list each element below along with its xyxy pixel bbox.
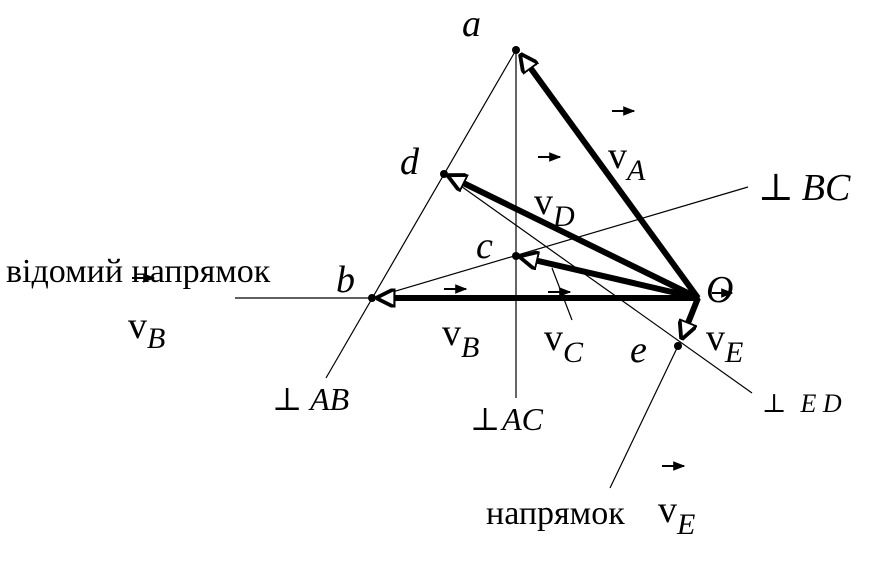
point-c (512, 252, 520, 260)
line-direction-ve (609, 345, 679, 489)
label-o: O (706, 269, 733, 311)
label-perp-ab: ⊥AB (272, 381, 349, 417)
vector-va (521, 55, 701, 300)
label-d: d (400, 141, 420, 183)
label-vd: vD (534, 181, 575, 233)
line-perp-bc (371, 186, 749, 299)
caption-direction-ve: vE (658, 489, 695, 541)
caption-direction: напрямок (486, 495, 625, 532)
label-b: b (336, 259, 355, 301)
label-perp-ed: ⊥E D (762, 389, 842, 418)
point-d (440, 170, 448, 178)
label-e: e (630, 329, 647, 371)
vector-vd (449, 176, 700, 301)
label-perp-ac: ⊥AC (470, 401, 544, 437)
label-perp-bc: ⊥BC (758, 167, 851, 209)
caption-known-direction: відомий напрямок (6, 253, 271, 290)
vector-vc (521, 257, 699, 301)
line-perp-ed (443, 173, 753, 394)
label-ve: vE (706, 317, 743, 369)
label-vc: vC (544, 317, 584, 369)
label-c: c (476, 225, 493, 267)
label-vb: vB (442, 312, 479, 364)
point-a (512, 46, 520, 54)
vector-ve (682, 296, 701, 338)
point-b (368, 294, 376, 302)
line-vc-pointer (551, 267, 573, 321)
line-ab-perp (325, 49, 517, 379)
label-va: vA (608, 135, 646, 187)
point-e (674, 342, 682, 350)
label-a: a (462, 3, 481, 45)
caption-known-vb: vB (128, 305, 165, 355)
